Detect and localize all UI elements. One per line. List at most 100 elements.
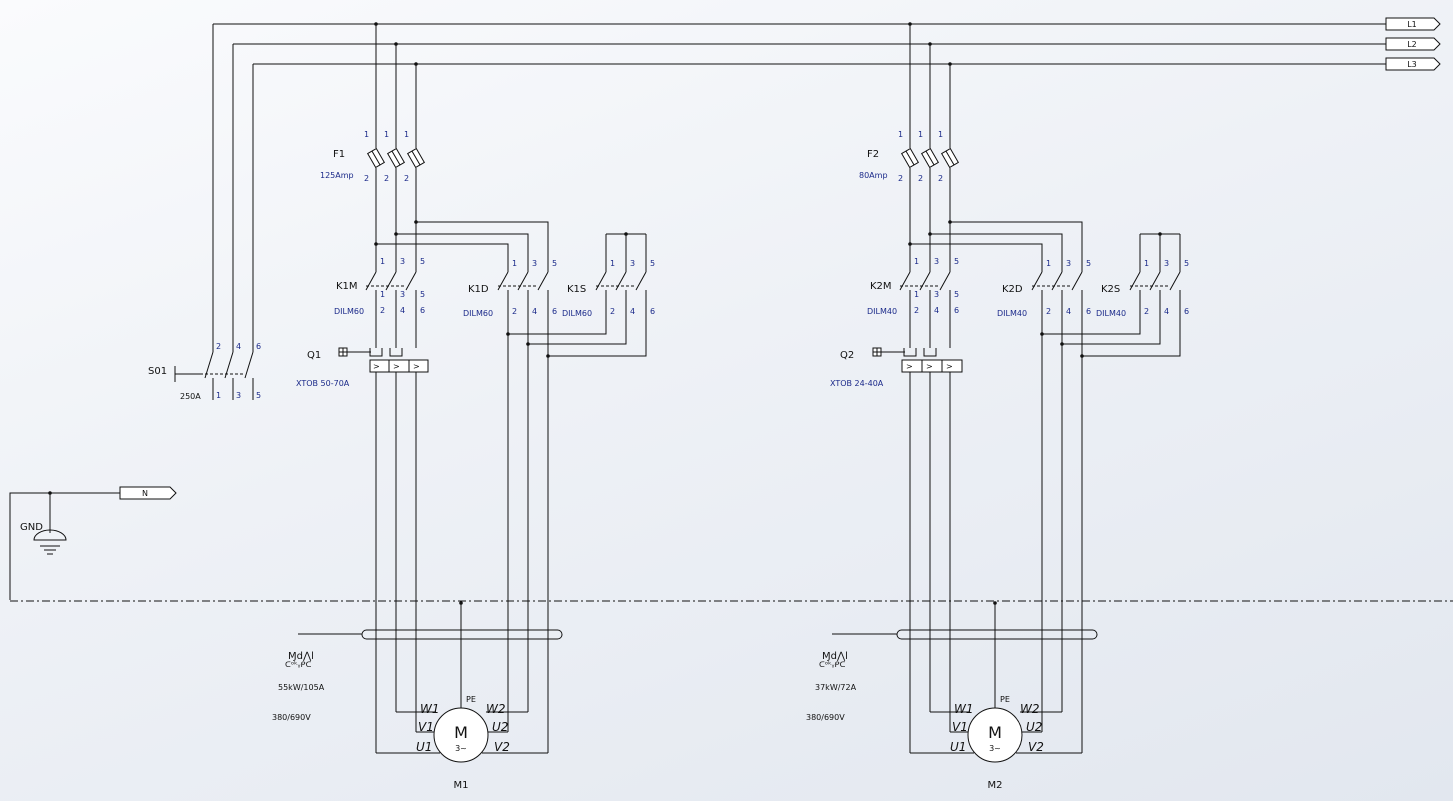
svg-text:5: 5 [1184, 259, 1189, 268]
svg-text:1: 1 [918, 130, 923, 139]
svg-text:2: 2 [404, 174, 409, 183]
svg-text:ᑕᵒᵏᵧᑭᑕ: ᑕᵒᵏᵧᑭᑕ [285, 660, 312, 669]
svg-text:1: 1 [1046, 259, 1051, 268]
svg-text:3: 3 [400, 257, 405, 266]
svg-text:1: 1 [898, 130, 903, 139]
svg-text:3: 3 [400, 290, 405, 299]
svg-text:2: 2 [1144, 307, 1149, 316]
svg-text:DILM40: DILM40 [1096, 309, 1126, 318]
svg-text:6: 6 [954, 306, 959, 315]
svg-text:6: 6 [1184, 307, 1189, 316]
svg-text:1: 1 [216, 391, 221, 400]
svg-text:XTOB 50-70A: XTOB 50-70A [296, 379, 350, 388]
overload-q2: >>> Q2 XTOB 24-40A [830, 347, 963, 388]
bus-tag-l2: L2 [1385, 37, 1441, 51]
svg-text:5: 5 [1086, 259, 1091, 268]
svg-text:4: 4 [630, 307, 635, 316]
bus-tag-l1: L1 [1385, 17, 1441, 31]
svg-text:4: 4 [934, 306, 939, 315]
svg-text:2: 2 [914, 306, 919, 315]
svg-text:2: 2 [512, 307, 517, 316]
bus-tag-l3: L3 [1385, 57, 1441, 71]
svg-text:3~: 3~ [989, 744, 1001, 753]
svg-text:1: 1 [380, 257, 385, 266]
svg-text:K2M: K2M [870, 281, 892, 292]
svg-text:V1: V1 [952, 720, 968, 734]
svg-text:6: 6 [1086, 307, 1091, 316]
svg-text:1: 1 [938, 130, 943, 139]
svg-text:ᑕᵒᵏᵧᑭᑕ: ᑕᵒᵏᵧᑭᑕ [819, 660, 846, 669]
svg-text:1: 1 [914, 290, 919, 299]
svg-text:5: 5 [650, 259, 655, 268]
svg-text:F2: F2 [867, 149, 879, 160]
svg-text:Q2: Q2 [840, 350, 854, 361]
svg-text:U1: U1 [950, 740, 966, 754]
svg-text:F1: F1 [333, 149, 345, 160]
svg-text:3: 3 [934, 257, 939, 266]
svg-text:U2: U2 [1026, 720, 1042, 734]
svg-text:1: 1 [380, 290, 385, 299]
svg-text:DILM60: DILM60 [562, 309, 592, 318]
svg-text:2: 2 [380, 306, 385, 315]
svg-text:1: 1 [384, 130, 389, 139]
svg-text:W1: W1 [420, 702, 440, 716]
svg-text:1: 1 [914, 257, 919, 266]
svg-text:M: M [454, 723, 468, 742]
svg-text:4: 4 [532, 307, 537, 316]
svg-text:W2: W2 [486, 702, 506, 716]
svg-text:6: 6 [256, 342, 261, 351]
svg-text:2: 2 [898, 174, 903, 183]
svg-text:V2: V2 [494, 740, 510, 754]
svg-text:M1: M1 [454, 780, 469, 791]
svg-text:37kW/72A: 37kW/72A [815, 683, 857, 692]
svg-text:4: 4 [400, 306, 405, 315]
svg-text:W1: W1 [954, 702, 974, 716]
svg-text:4: 4 [1164, 307, 1169, 316]
motor-m1: M 3~ PE W1 V1 U1 W2 U2 V2 M1 Ɱd⋀l ᑕᵒᵏᵧᑭᑕ… [272, 651, 548, 791]
svg-text:DILM60: DILM60 [334, 307, 364, 316]
svg-text:Ɱd⋀l: Ɱd⋀l [822, 651, 848, 662]
overload-q1: >>> Q1 XTOB 50-70A [296, 347, 429, 388]
svg-text:DILM40: DILM40 [997, 309, 1027, 318]
svg-text:>: > [926, 362, 933, 371]
svg-text:4: 4 [1066, 307, 1071, 316]
svg-text:2: 2 [384, 174, 389, 183]
svg-text:2: 2 [938, 174, 943, 183]
svg-text:380/690V: 380/690V [806, 713, 845, 722]
svg-text:2: 2 [1046, 307, 1051, 316]
svg-text:1: 1 [1144, 259, 1149, 268]
svg-text:PE: PE [466, 695, 476, 704]
svg-text:6: 6 [552, 307, 557, 316]
neutral-ground: GND N [9, 486, 177, 600]
motor-m2: M 3~ PE W1 V1 U1 W2 U2 V2 M2 Ɱd⋀l ᑕᵒᵏᵧᑭᑕ… [806, 651, 1082, 791]
svg-text:DILM40: DILM40 [867, 307, 897, 316]
svg-text:1: 1 [404, 130, 409, 139]
svg-text:S01: S01 [148, 366, 167, 377]
svg-text:250A: 250A [180, 392, 201, 401]
svg-text:>: > [946, 362, 953, 371]
svg-text:2: 2 [216, 342, 221, 351]
svg-text:K1S: K1S [567, 284, 586, 295]
svg-text:6: 6 [650, 307, 655, 316]
svg-text:3: 3 [934, 290, 939, 299]
svg-text:125Amp: 125Amp [320, 171, 354, 180]
svg-text:Q1: Q1 [307, 350, 321, 361]
svg-text:4: 4 [236, 342, 241, 351]
svg-text:3: 3 [532, 259, 537, 268]
main-switch-s01: S01 250A 2 4 6 1 3 5 [148, 342, 261, 401]
svg-text:80Amp: 80Amp [859, 171, 888, 180]
svg-text:3: 3 [630, 259, 635, 268]
svg-text:M: M [988, 723, 1002, 742]
svg-text:1: 1 [364, 130, 369, 139]
svg-text:>: > [906, 362, 913, 371]
svg-text:K2S: K2S [1101, 284, 1120, 295]
svg-text:V1: V1 [418, 720, 434, 734]
svg-text:U1: U1 [416, 740, 432, 754]
svg-text:5: 5 [552, 259, 557, 268]
svg-text:2: 2 [610, 307, 615, 316]
